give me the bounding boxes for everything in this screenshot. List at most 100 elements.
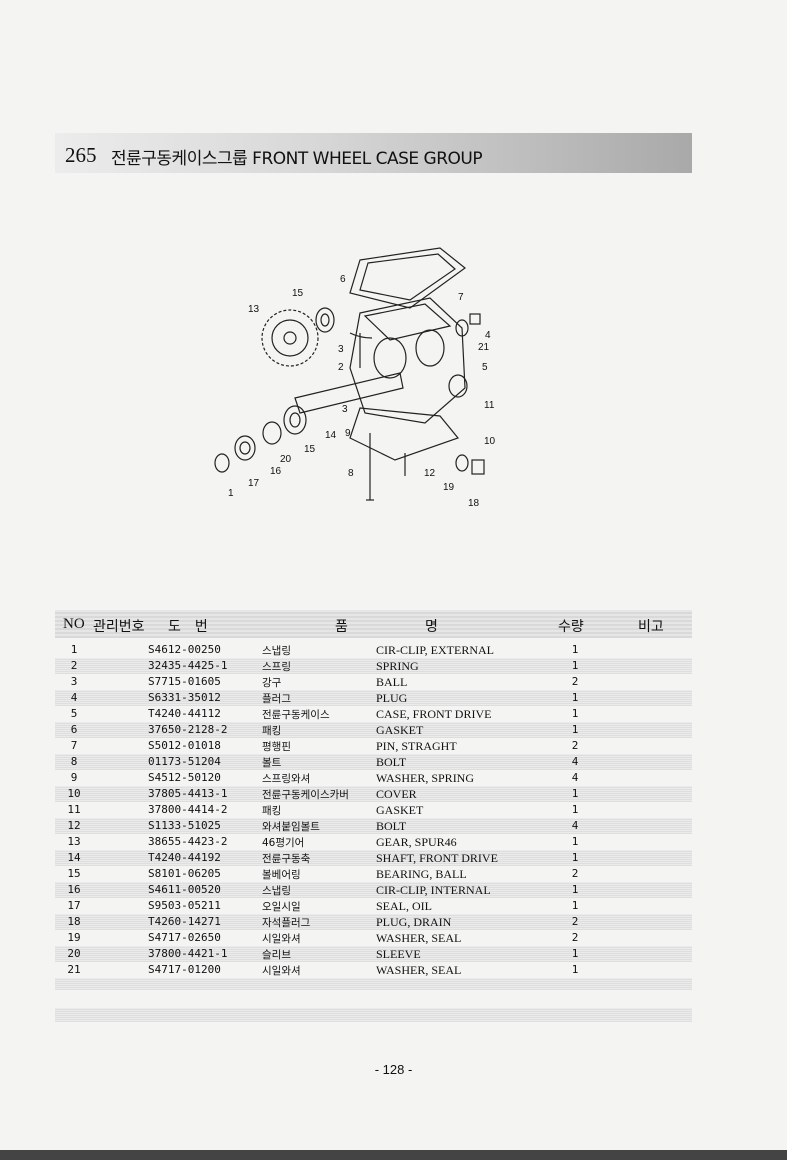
section-title-bar: 265 전륜구동케이스그룹 FRONT WHEEL CASE GROUP xyxy=(55,133,692,173)
callout-9: 9 xyxy=(345,428,351,439)
callout-16: 16 xyxy=(270,466,282,477)
row-number: 17 xyxy=(67,899,81,912)
row-number: 1 xyxy=(70,643,78,656)
quantity: 1 xyxy=(571,851,579,864)
callout-10: 10 xyxy=(484,436,496,447)
part-name-kr: 전륜구동축 xyxy=(262,853,311,865)
part-name-en: CIR-CLIP, EXTERNAL xyxy=(376,643,494,657)
row-number: 15 xyxy=(67,867,81,880)
part-name-kr: 시일와셔 xyxy=(262,965,301,977)
part-code: S9503-05211 xyxy=(148,899,221,912)
part-name-kr: 오일시일 xyxy=(262,901,301,913)
header-remarks: 비고 xyxy=(638,619,664,635)
quantity: 4 xyxy=(571,755,579,768)
part-code: 01173-51204 xyxy=(148,755,221,768)
table-header: NO 관리번호 도 번 품 명 수량 비고 xyxy=(55,610,692,638)
part-name-kr: 와셔붙임볼트 xyxy=(262,821,320,833)
part-code: S8101-06205 xyxy=(148,867,221,880)
part-name-kr: 스프링 xyxy=(262,661,291,673)
quantity: 1 xyxy=(571,835,579,848)
part-code: 37805-4413-1 xyxy=(148,787,228,800)
page-number: - 128 - xyxy=(374,1062,413,1077)
part-code: S4512-50120 xyxy=(148,771,221,784)
callout-20: 20 xyxy=(280,454,292,465)
part-code: T4260-14271 xyxy=(148,915,221,928)
section-number: 265 xyxy=(65,143,97,167)
callout-19: 19 xyxy=(443,482,455,493)
circlip-external xyxy=(214,453,230,473)
quantity: 1 xyxy=(571,963,579,976)
part-name-kr: 평행핀 xyxy=(262,741,291,753)
quantity: 2 xyxy=(571,739,579,752)
drive-shaft xyxy=(294,372,404,414)
part-name-kr: 스냅링 xyxy=(262,645,291,657)
part-name-kr: 슬리브 xyxy=(262,949,291,961)
callout-7: 7 xyxy=(458,292,464,303)
row-number: 14 xyxy=(67,851,81,864)
circlip-internal xyxy=(262,421,282,445)
spur-gear xyxy=(261,309,319,367)
part-name-en: GASKET xyxy=(376,803,424,817)
callout-6: 6 xyxy=(340,274,346,285)
row-number: 5 xyxy=(70,707,78,720)
part-name-kr: 전륜구동케이스카버 xyxy=(262,789,349,801)
part-code: 37650-2128-2 xyxy=(148,723,228,736)
callout-3-top: 3 xyxy=(338,344,344,355)
row-number: 19 xyxy=(67,931,81,944)
row-number: 20 xyxy=(67,947,81,960)
quantity: 1 xyxy=(571,723,579,736)
quantity: 1 xyxy=(571,659,579,672)
case-body xyxy=(349,297,466,424)
row-number: 9 xyxy=(70,771,78,784)
row-number: 3 xyxy=(70,675,78,688)
gasket-top xyxy=(349,247,466,309)
seal-washer-21 xyxy=(455,319,469,337)
part-code: 37800-4414-2 xyxy=(148,803,228,816)
quantity: 4 xyxy=(571,819,579,832)
quantity: 2 xyxy=(571,931,579,944)
quantity: 2 xyxy=(571,675,579,688)
part-name-en: GASKET xyxy=(376,723,424,737)
part-name-en: BOLT xyxy=(376,755,407,769)
part-code: S4717-02650 xyxy=(148,931,221,944)
part-name-en: COVER xyxy=(376,787,417,801)
part-code: S6331-35012 xyxy=(148,691,221,704)
part-name-kr: 스프링와셔 xyxy=(262,773,311,785)
quantity: 1 xyxy=(571,643,579,656)
part-name-en: PLUG, DRAIN xyxy=(376,915,452,929)
callout-15-top: 15 xyxy=(292,288,304,299)
seal-washer-19 xyxy=(455,454,469,472)
plug-4 xyxy=(469,313,481,325)
callout-15-low: 15 xyxy=(304,444,316,455)
part-code: S5012-01018 xyxy=(148,739,221,752)
part-name-kr: 강구 xyxy=(262,677,282,689)
part-code: S7715-01605 xyxy=(148,675,221,688)
part-name-en: PLUG xyxy=(376,691,408,705)
part-name-kr: 플러그 xyxy=(262,693,291,705)
part-name-kr: 46평기어 xyxy=(262,837,305,849)
row-number: 13 xyxy=(67,835,81,848)
drain-plug-18 xyxy=(471,459,485,475)
part-code: 37800-4421-1 xyxy=(148,947,228,960)
bearing-top xyxy=(315,307,335,333)
row-number: 12 xyxy=(67,819,81,832)
exploded-parts-diagram: 6 7 4 21 5 11 10 12 19 18 13 15 3 2 3 14… xyxy=(214,247,496,509)
part-name-en: BOLT xyxy=(376,819,407,833)
header-name2: 명 xyxy=(425,619,438,635)
row-number: 10 xyxy=(67,787,81,800)
